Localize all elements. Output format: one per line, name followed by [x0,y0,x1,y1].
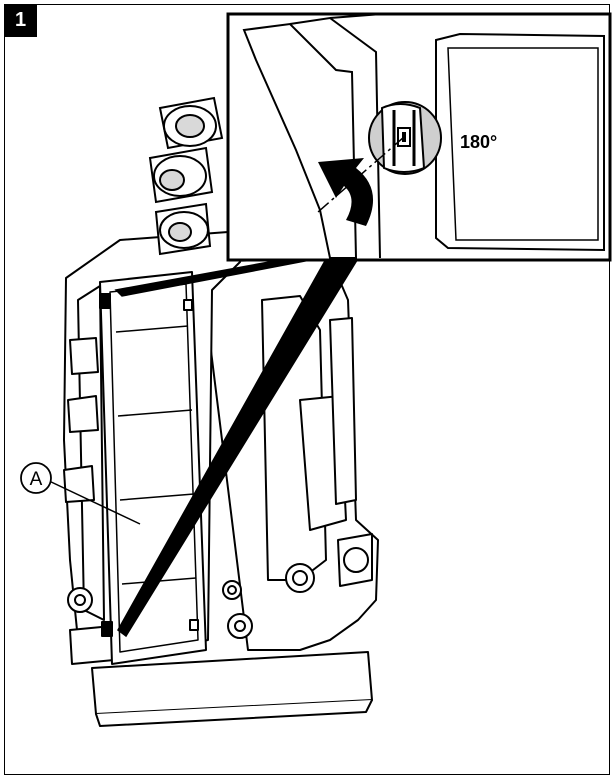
lower-latch [101,621,113,637]
rotation-arrow-icon [318,158,374,226]
upper-latch [99,293,111,309]
callout-a-circle [20,462,52,494]
top-knobs [148,96,224,256]
callout-a-leader [46,479,141,525]
callout-a-label: A [30,469,43,490]
figure-frame [4,4,610,775]
filter-panel [99,271,207,665]
rotation-label: 180° [460,132,497,152]
detail-inset: 180° [226,12,612,262]
step-number-badge: 1 [4,4,37,37]
